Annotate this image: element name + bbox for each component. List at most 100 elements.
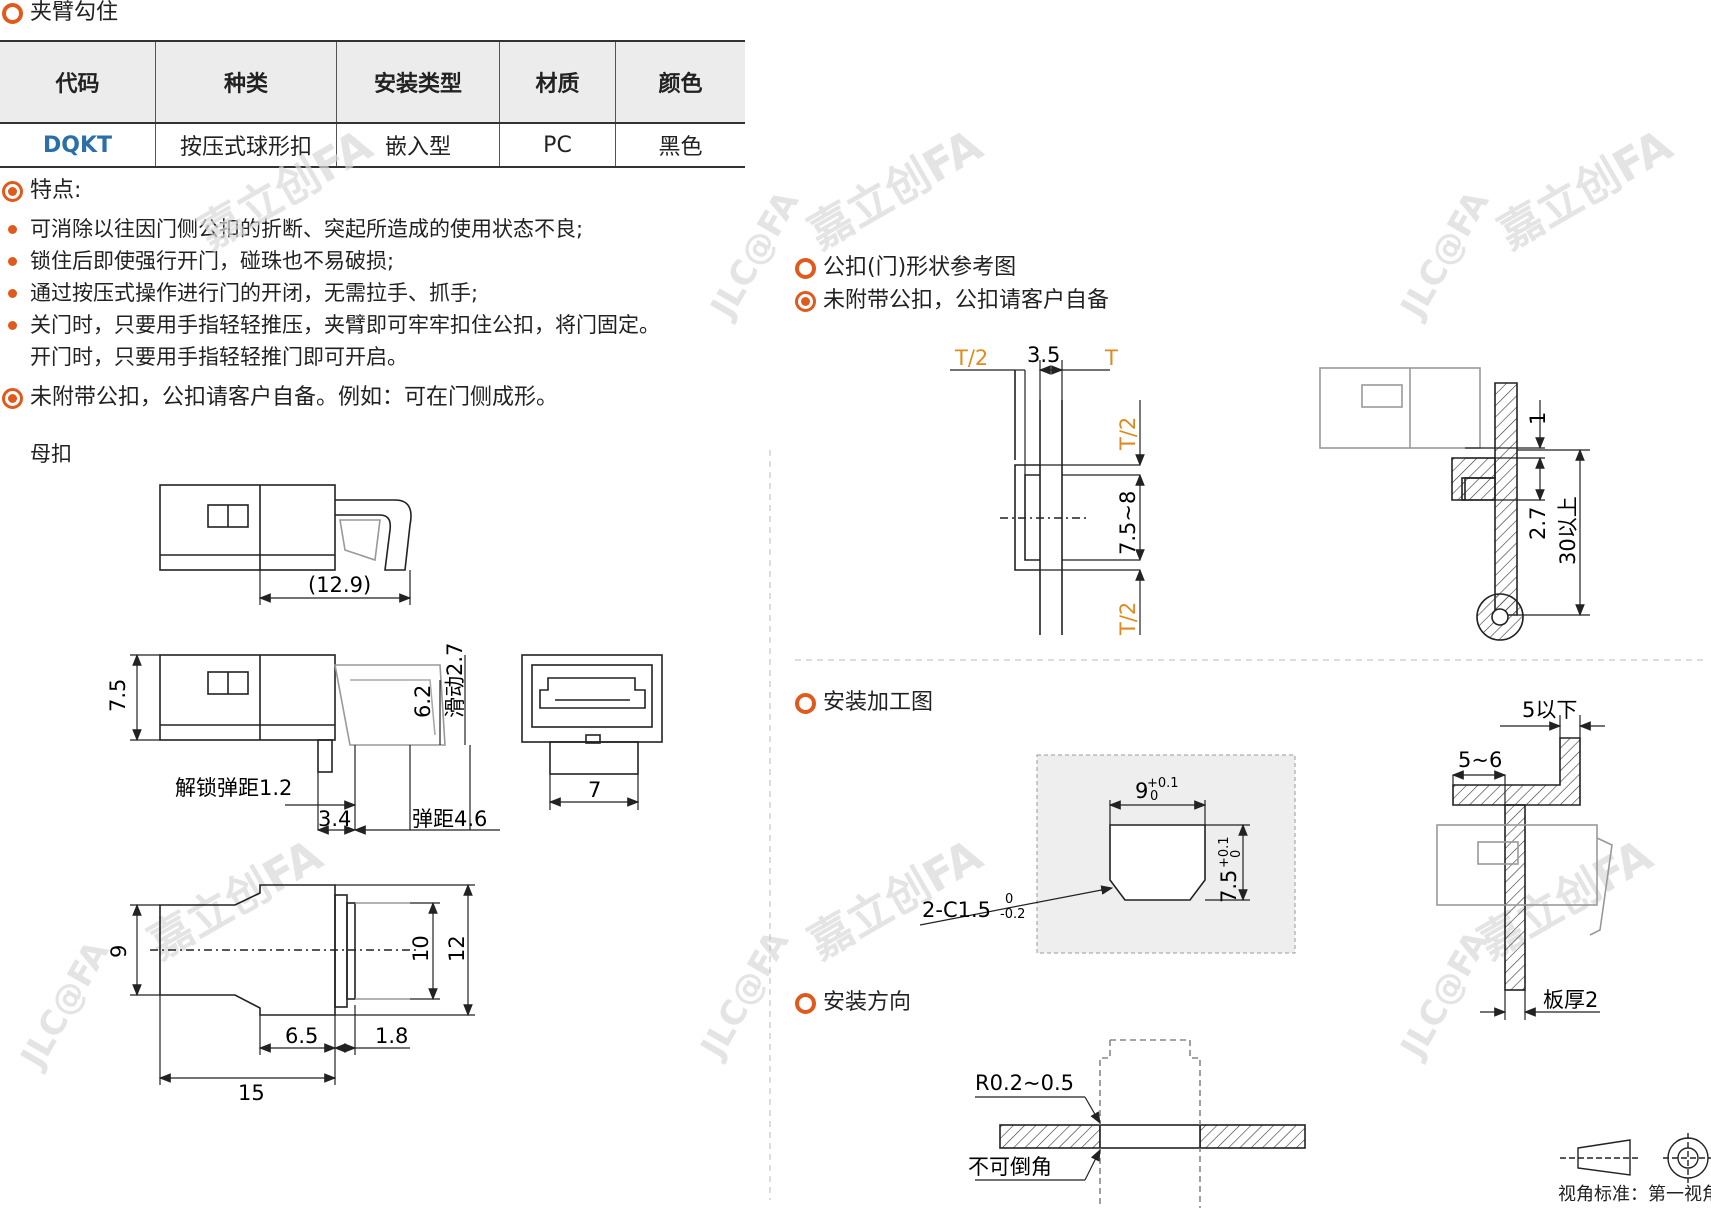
female-view-2 <box>159 654 446 773</box>
dims-male-side <box>1465 400 1590 617</box>
female-end-view <box>521 654 663 775</box>
table-row: DQKT 按压式球形扣 嵌入型 PC 黑色 <box>0 123 745 168</box>
dim-tol: 0 <box>1150 789 1158 804</box>
dim-text: 板厚2 <box>1543 988 1598 1012</box>
male-note: 未附带公扣，公扣请客户自备 <box>795 288 1109 314</box>
watermark-logo: JLC@FA <box>1392 924 1497 1067</box>
dim-text: 1 <box>1526 412 1550 425</box>
dim-text-t-half: T/2 <box>954 346 988 370</box>
target-bullet-icon <box>795 290 816 312</box>
list-item: 通过按压式操作进行门的开闭，无需拉手、抓手; <box>0 277 660 309</box>
header-install: 安装类型 <box>336 40 500 124</box>
watermark-brand: 嘉立创FA <box>1470 830 1661 970</box>
header-type: 种类 <box>155 40 337 124</box>
male-note-text: 未附带公扣，公扣请客户自备 <box>823 288 1110 313</box>
features-title: 特点: <box>2 178 81 204</box>
list-item: 可消除以往因门侧公扣的折断、突起所造成的使用状态不良; <box>0 213 660 245</box>
dim-text: 9 <box>1135 779 1148 803</box>
machining-title-text: 安装加工图 <box>823 690 934 715</box>
watermark-logo: JLC@FA <box>692 924 797 1067</box>
female-label: 母扣 <box>30 442 72 466</box>
table-header-row: 代码 种类 安装类型 材质 颜色 <box>0 40 745 124</box>
dims-install <box>1451 715 1605 1020</box>
dim-text: (12.9) <box>308 573 371 597</box>
watermark-brand: 嘉立创FA <box>140 830 331 970</box>
dim-text: 不可倒角 <box>968 1155 1052 1179</box>
female-view-1 <box>159 484 412 571</box>
dim-text: 2-C1.5 <box>922 898 991 922</box>
watermark-logo: JLC@FA <box>12 934 117 1077</box>
dim-text: 7.5~8 <box>1116 491 1140 555</box>
dims-female-top <box>130 883 475 1085</box>
dim-tol: +0.1 <box>1147 776 1179 791</box>
dims-male-section <box>950 360 1145 635</box>
dim-text: 解锁弹距1.2 <box>175 776 292 800</box>
male-side-view <box>1319 367 1524 641</box>
dim-text: 30以上 <box>1556 496 1580 565</box>
dim-text-t: T <box>1104 346 1118 370</box>
dim-text: 5以下 <box>1522 698 1577 722</box>
machining-panel <box>919 754 1296 954</box>
view-standard: 视角标准：第一视角 <box>1558 1184 1711 1205</box>
dim-text: 7.5 <box>106 679 130 712</box>
dim-text: 滑动2.7 <box>443 643 467 718</box>
features-list: 可消除以往因门侧公扣的折断、突起所造成的使用状态不良; 锁住后即使强行开门，碰珠… <box>0 213 660 373</box>
features-title-text: 特点: <box>30 178 82 203</box>
note-left-text: 未附带公扣，公扣请客户自备。例如：可在门侧成形。 <box>30 385 559 410</box>
dim-text-t-half: T/2 <box>1116 602 1140 636</box>
dim-text: 2.7 <box>1526 507 1550 540</box>
direction-view <box>975 1039 1306 1208</box>
dim-text: 1.8 <box>375 1024 408 1048</box>
header-code: 代码 <box>0 40 156 124</box>
cell-color: 黑色 <box>615 123 745 168</box>
male-title: 公扣(门)形状参考图 <box>795 255 1016 281</box>
list-item: 关门时，只要用手指轻轻推压，夹臂即可牢牢扣住公扣，将门固定。 <box>0 309 660 341</box>
list-item: 锁住后即使强行开门，碰珠也不易破损; <box>0 245 660 277</box>
first-angle-projection-icon <box>1560 1133 1711 1183</box>
header-material: 材质 <box>499 40 616 124</box>
dim-text: 10 <box>409 935 433 962</box>
watermark-logo: JLC@FA <box>702 184 807 327</box>
male-section-view <box>1000 370 1090 635</box>
direction-title: 安装方向 <box>795 990 911 1016</box>
target-bullet-icon <box>2 387 23 409</box>
machining-title: 安装加工图 <box>795 690 933 716</box>
watermark-brand: 嘉立创FA <box>800 120 991 260</box>
dim-text: 弹距4.6 <box>412 807 487 831</box>
note-left: 未附带公扣，公扣请客户自备。例如：可在门侧成形。 <box>2 385 558 411</box>
dim-text-t-half: T/2 <box>1116 417 1140 451</box>
female-top-view <box>150 884 420 1016</box>
cell-material: PC <box>499 123 616 168</box>
dim-tol: -0.2 <box>1000 907 1025 922</box>
dim-text: R0.2~0.5 <box>975 1071 1074 1095</box>
watermark-logo: JLC@FA <box>1392 184 1497 327</box>
dim-tol: +0.1 <box>1217 836 1232 868</box>
install-section <box>1436 737 1613 991</box>
dim-text: 3.5 <box>1027 343 1060 367</box>
watermark-brand: 嘉立创FA <box>190 120 381 260</box>
heading-text: 夹臂勾住 <box>30 0 119 25</box>
dim-text: 12 <box>445 935 469 962</box>
dim-7 <box>548 774 640 810</box>
ring-bullet-icon <box>795 992 816 1014</box>
section-heading: 夹臂勾住 <box>2 0 118 26</box>
dim-text: 5~6 <box>1458 748 1502 772</box>
dim-text: 7 <box>588 778 601 802</box>
header-color: 颜色 <box>615 40 745 124</box>
ring-bullet-icon <box>795 692 816 714</box>
dim-tol: 0 <box>1005 892 1013 907</box>
dim-text: 7.5 <box>1217 870 1241 903</box>
dim-text: 3.4 <box>318 807 351 831</box>
dims-female-2 <box>130 653 500 835</box>
dim-text: 9 <box>107 945 131 958</box>
list-item: 开门时，只要用手指轻轻推门即可开启。 <box>30 345 408 369</box>
ring-bullet-icon <box>795 257 816 279</box>
direction-title-text: 安装方向 <box>823 990 912 1015</box>
dim-text: 6.2 <box>411 685 435 718</box>
cell-code[interactable]: DQKT <box>0 123 156 168</box>
dim-text: 15 <box>238 1081 265 1105</box>
cell-type: 按压式球形扣 <box>155 123 337 168</box>
dim-tol: 0 <box>1229 850 1244 858</box>
watermark-brand: 嘉立创FA <box>1490 120 1681 260</box>
